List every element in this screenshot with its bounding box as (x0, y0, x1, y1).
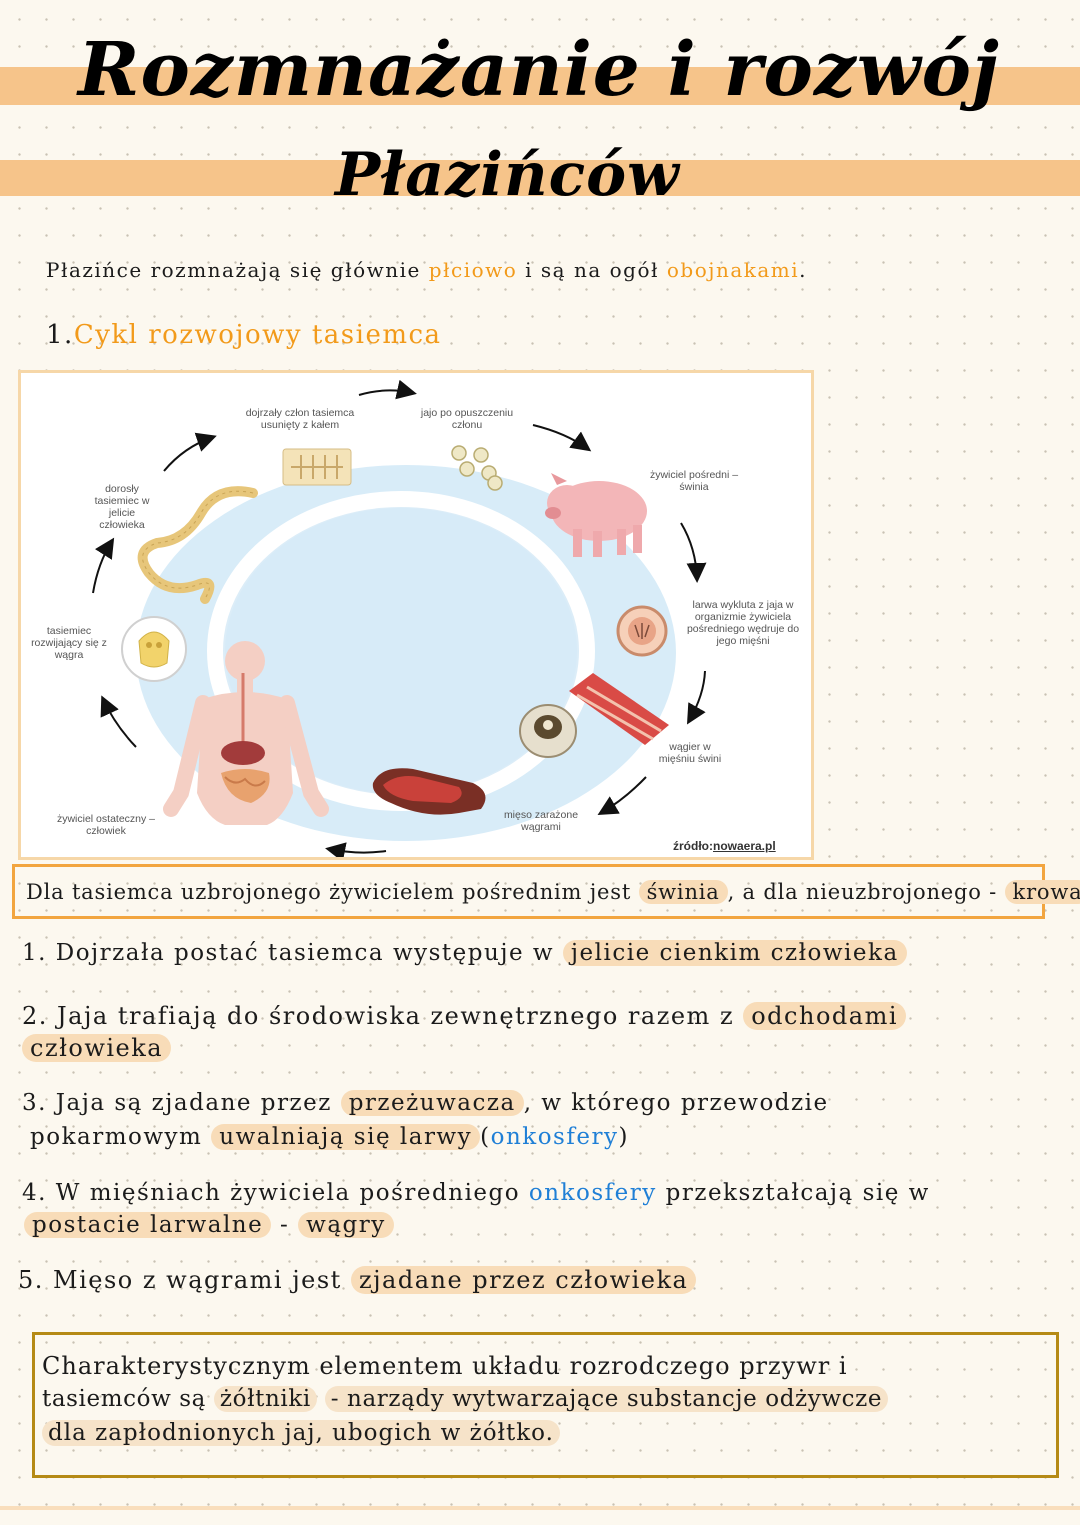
label-adult: dorosły tasiemiec w jelicie człowieka (94, 483, 150, 531)
step-3-onkosfery: onkosfery (490, 1124, 619, 1150)
step-4-highlight: postacie larwalne (24, 1212, 272, 1238)
intro-prefix: Płazińce rozmnażają się głównie (46, 258, 421, 282)
label-final-host: żywiciel ostateczny – człowiek (56, 813, 156, 837)
step-4-text-cont: przekształcają się w (665, 1180, 930, 1206)
step-1-highlight: jelicie cienkim człowieka (562, 940, 907, 966)
step-3-line2: pokarmowym uwalniają się larwy(onkosfery… (30, 1124, 629, 1150)
intro-sentence: Płazińce rozmnażają się głównie płciowo … (46, 258, 807, 282)
summary-text-3: dla zapłodnionych jaj, ubogich w żółtko. (42, 1420, 560, 1446)
scolex-illustration (121, 616, 187, 682)
step-3-paren-open: ( (480, 1124, 491, 1150)
section-word-cykl: Cykl (73, 320, 139, 350)
step-5: 5. Mięso z wągrami jest zjadane przez cz… (18, 1266, 697, 1294)
intro-word-obojnakami: obojnakami (666, 258, 800, 282)
label-developing: tasiemiec rozwijający się z wągra (31, 625, 107, 661)
intro-middle: i są na ogół (525, 258, 659, 282)
cycle-arrows (92, 379, 707, 857)
step-4-line2: postacie larwalne - wągry (24, 1212, 394, 1238)
note-part2: , a dla nieuzbrojonego - (727, 880, 998, 904)
page-title-line2: Płazińców (335, 140, 680, 210)
human-illustration (163, 641, 329, 825)
summary-line-1: Charakterystycznym elementem układu rozr… (42, 1352, 848, 1380)
muscle-illustration (569, 673, 669, 745)
source-credit: źródło:nowaera.pl (673, 839, 776, 853)
step-4-wagry: wągry (298, 1212, 394, 1238)
pig-illustration (545, 473, 647, 557)
intro-suffix: . (799, 258, 808, 282)
step-3: 3. Jaja są zjadane przez przeżuwacza, w … (22, 1090, 829, 1116)
label-larva: larwa wykluta z jaja w organizmie żywici… (686, 599, 800, 647)
source-prefix: źródło: (673, 839, 713, 853)
label-intermediate-host: żywiciel pośredni – świnia (649, 469, 739, 493)
life-cycle-diagram: dojrzały człon tasiemca usunięty z kałem… (18, 370, 814, 860)
step-5-text: 5. Mięso z wągrami jest (18, 1266, 342, 1294)
life-cycle-artwork (92, 379, 707, 857)
label-proglottid: dojrzały człon tasiemca usunięty z kałem (245, 407, 355, 431)
proglottid-illustration (282, 448, 352, 486)
step-3-highlight: przeżuwacza (340, 1090, 524, 1116)
summary-box (32, 1332, 1059, 1478)
label-cysticercus: wągier w mięśniu świni (658, 741, 722, 765)
page-title-line1: Rozmnażanie i rozwój (78, 27, 1000, 113)
title-band-bottom (0, 160, 1080, 196)
note-krowa: krowa (1004, 880, 1080, 904)
summary-line-2: tasiemców są żółtniki - narządy wytwarza… (42, 1386, 889, 1412)
step-3-pokarmowym: pokarmowym (30, 1124, 203, 1150)
step-1: 1. Dojrzała postać tasiemca występuje w … (22, 940, 907, 966)
section-number: 1. (46, 320, 74, 350)
step-2-highlight: odchodami (743, 1002, 906, 1030)
note-part1: Dla tasiemca uzbrojonego żywicielem pośr… (26, 880, 632, 904)
step-2: 2. Jaja trafiają do środowiska zewnętrzn… (22, 1002, 906, 1030)
label-meat: mięso zarażone wągrami (503, 809, 579, 833)
summary-zoltniki: żółtniki (213, 1386, 317, 1412)
label-egg: jajo po opuszczeniu członu (420, 407, 514, 431)
bottom-band (0, 1506, 1080, 1510)
summary-text-1: Charakterystycznym elementem układu rozr… (42, 1352, 848, 1380)
step-4-text: 4. W mięśniach żywiciela pośredniego (22, 1180, 521, 1206)
intro-word-plciowo: płciowo (428, 258, 518, 282)
step-3-text-cont: , w którego przewodzie (523, 1090, 829, 1116)
step-3-paren-close: ) (618, 1124, 629, 1150)
step-4-dash: - (280, 1212, 290, 1238)
larva-illustration (616, 605, 668, 657)
summary-text-2c: - narządy wytwarzające substancje odżywc… (324, 1386, 889, 1412)
step-4-onkosfery: onkosfery (528, 1180, 657, 1206)
step-3-text: 3. Jaja są zjadane przez (22, 1090, 332, 1116)
step-3-highlight-larwy: uwalniają się larwy (211, 1124, 481, 1150)
eggs-illustration (451, 445, 503, 491)
step-2-highlight-cont: człowieka (22, 1034, 172, 1062)
section-heading: 1.Cykl rozwojowy tasiemca (46, 320, 442, 350)
step-2-cont: człowieka (22, 1034, 172, 1062)
step-5-highlight: zjadane przez człowieka (350, 1266, 697, 1294)
summary-text-2a: tasiemców są (42, 1386, 206, 1412)
note-text: Dla tasiemca uzbrojonego żywicielem pośr… (26, 880, 1080, 904)
adult-tapeworm-illustration (137, 486, 258, 604)
cysticercus-illustration (519, 704, 577, 758)
step-1-text: 1. Dojrzała postać tasiemca występuje w (22, 940, 555, 966)
section-heading-rest: rozwojowy tasiemca (148, 320, 442, 350)
title-band-top (0, 67, 1080, 105)
summary-line-3: dla zapłodnionych jaj, ubogich w żółtko. (42, 1420, 560, 1446)
meat-illustration (372, 768, 486, 815)
note-swinia: świnia (638, 880, 728, 904)
step-2-text: 2. Jaja trafiają do środowiska zewnętrzn… (22, 1002, 735, 1030)
step-4: 4. W mięśniach żywiciela pośredniego onk… (22, 1180, 930, 1206)
source-link[interactable]: nowaera.pl (713, 839, 776, 853)
